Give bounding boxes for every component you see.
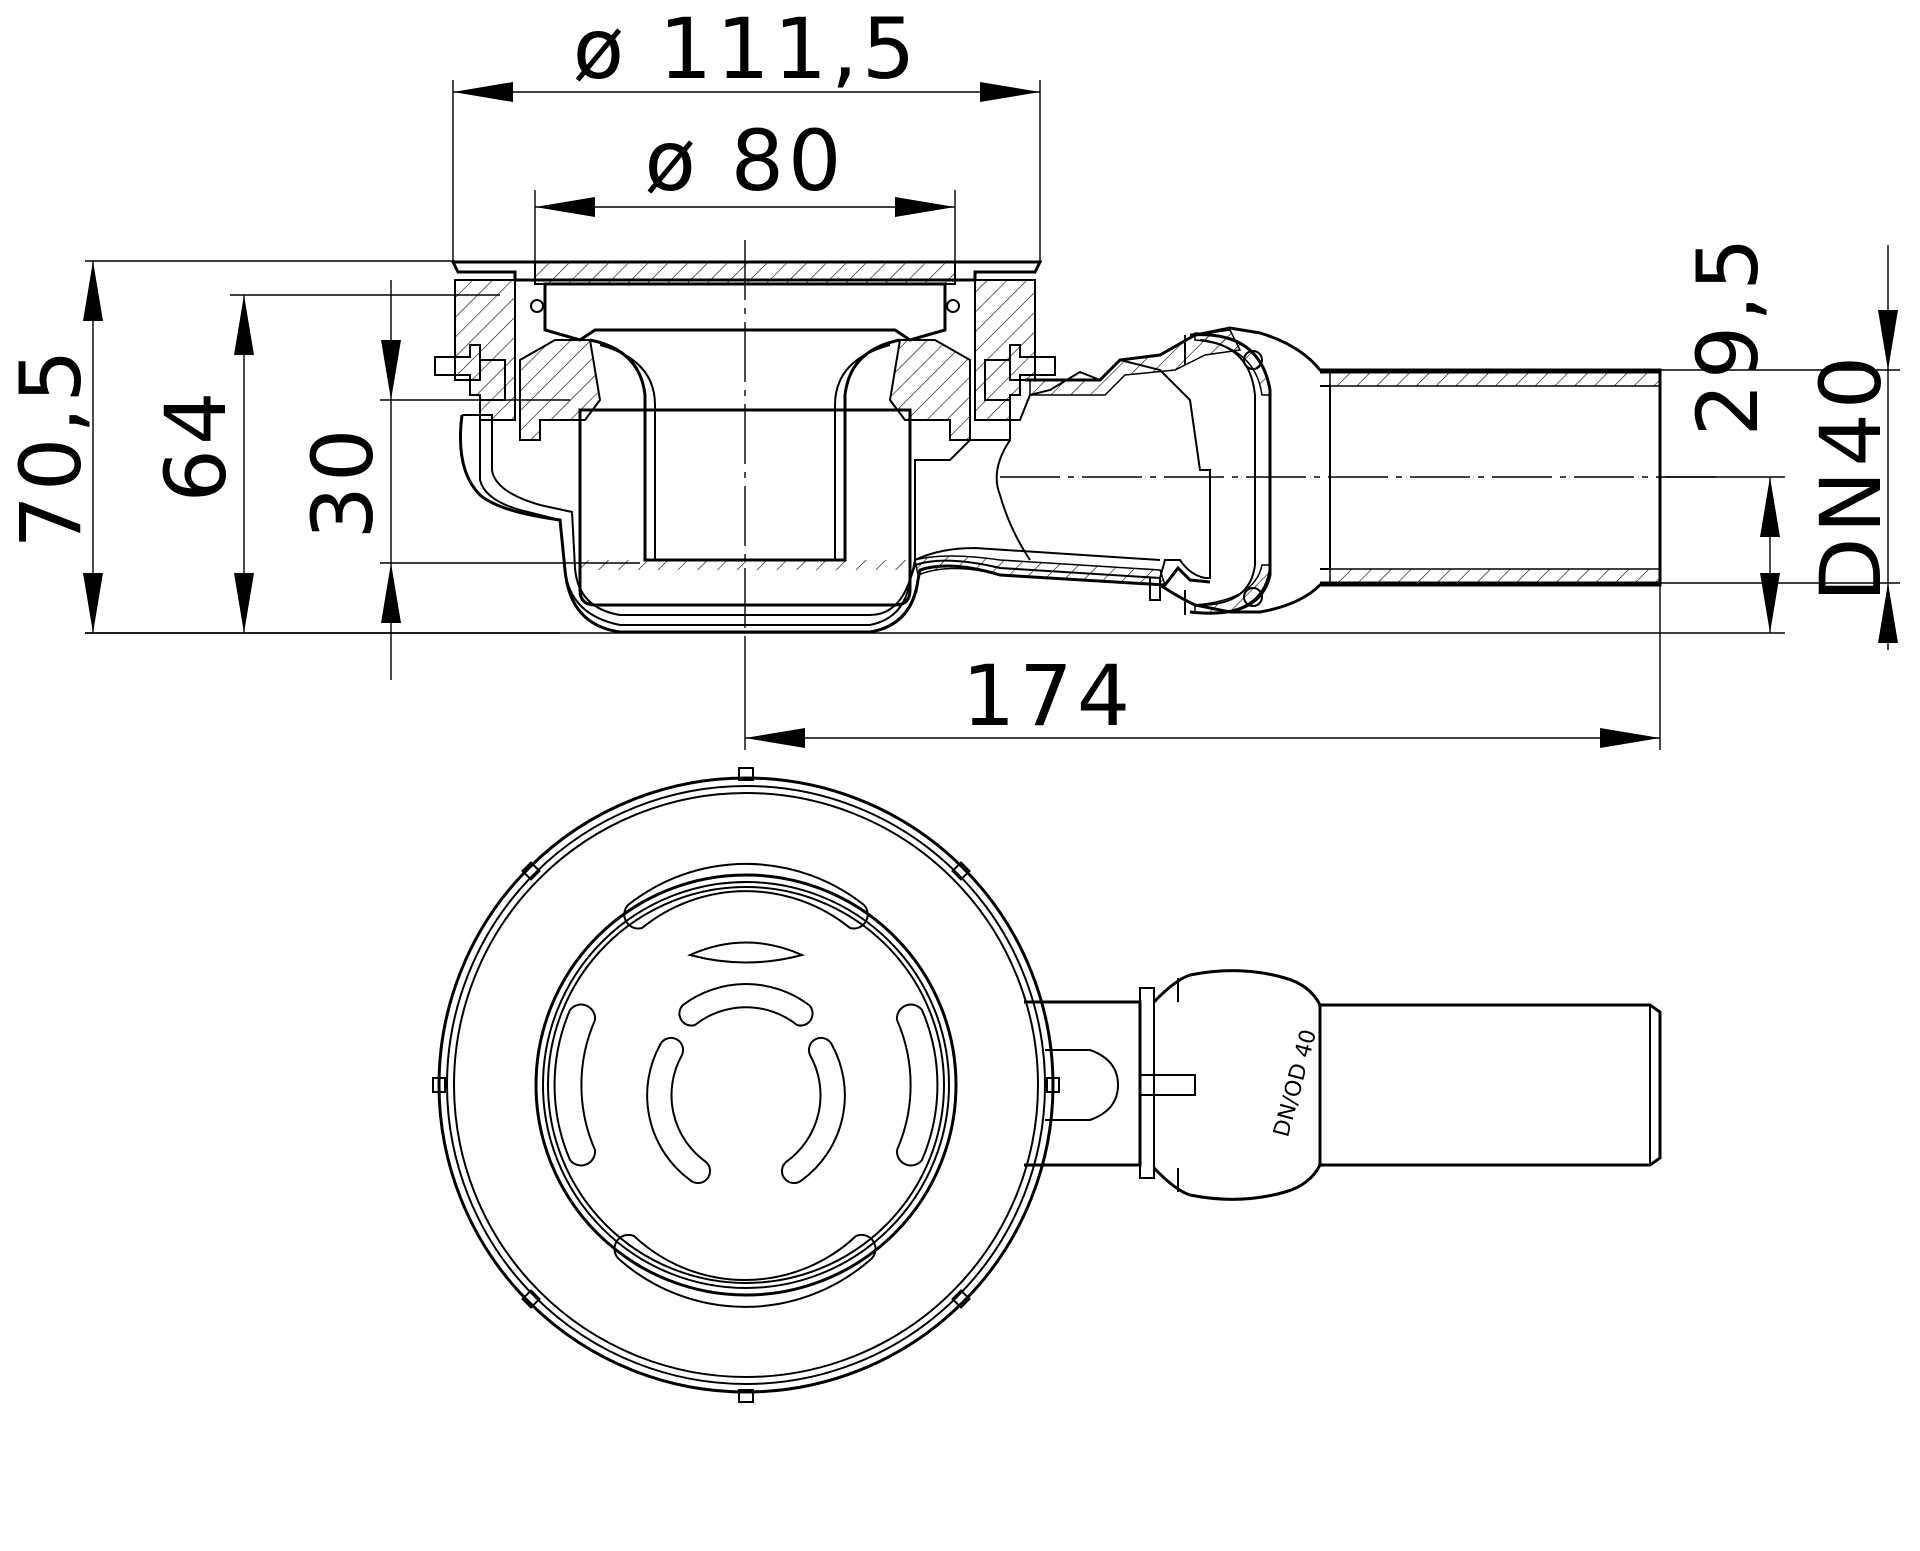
outlet-length-label: 174: [962, 647, 1134, 745]
outlet-marking: DN/OD 40: [1269, 1027, 1322, 1140]
grate-slots: [553, 862, 939, 1308]
dimension-outlet-size: DN40: [1660, 245, 1900, 650]
dimension-height-64: 64: [147, 294, 500, 633]
outlet-plan: DN/OD 40: [1024, 969, 1662, 1201]
dimension-grate-diameter: ø 80: [534, 112, 956, 262]
section-view: ø 111,5 ø 80 70,5 64: [2, 0, 1900, 750]
grate-diameter-label: ø 80: [645, 112, 846, 210]
height-64-label: 64: [147, 388, 245, 503]
dimension-outer-diameter: ø 111,5: [452, 0, 1041, 262]
outer-diameter-label: ø 111,5: [573, 0, 920, 98]
dimension-outlet-length: 174: [745, 585, 1661, 750]
outer-flange-ring: [437, 776, 1055, 1394]
water-seal-label: 30: [294, 425, 392, 540]
outlet-size-label: DN40: [1802, 352, 1900, 602]
grate-outer-ring: [534, 873, 958, 1297]
outlet-height-label: 29,5: [1679, 233, 1777, 436]
total-height-label: 70,5: [2, 345, 100, 548]
dimension-outlet-height: 29,5: [1660, 233, 1900, 633]
top-view: DN/OD 40: [432, 767, 1662, 1403]
dimension-water-seal: 30: [294, 280, 640, 680]
drain-body: [434, 260, 1662, 634]
